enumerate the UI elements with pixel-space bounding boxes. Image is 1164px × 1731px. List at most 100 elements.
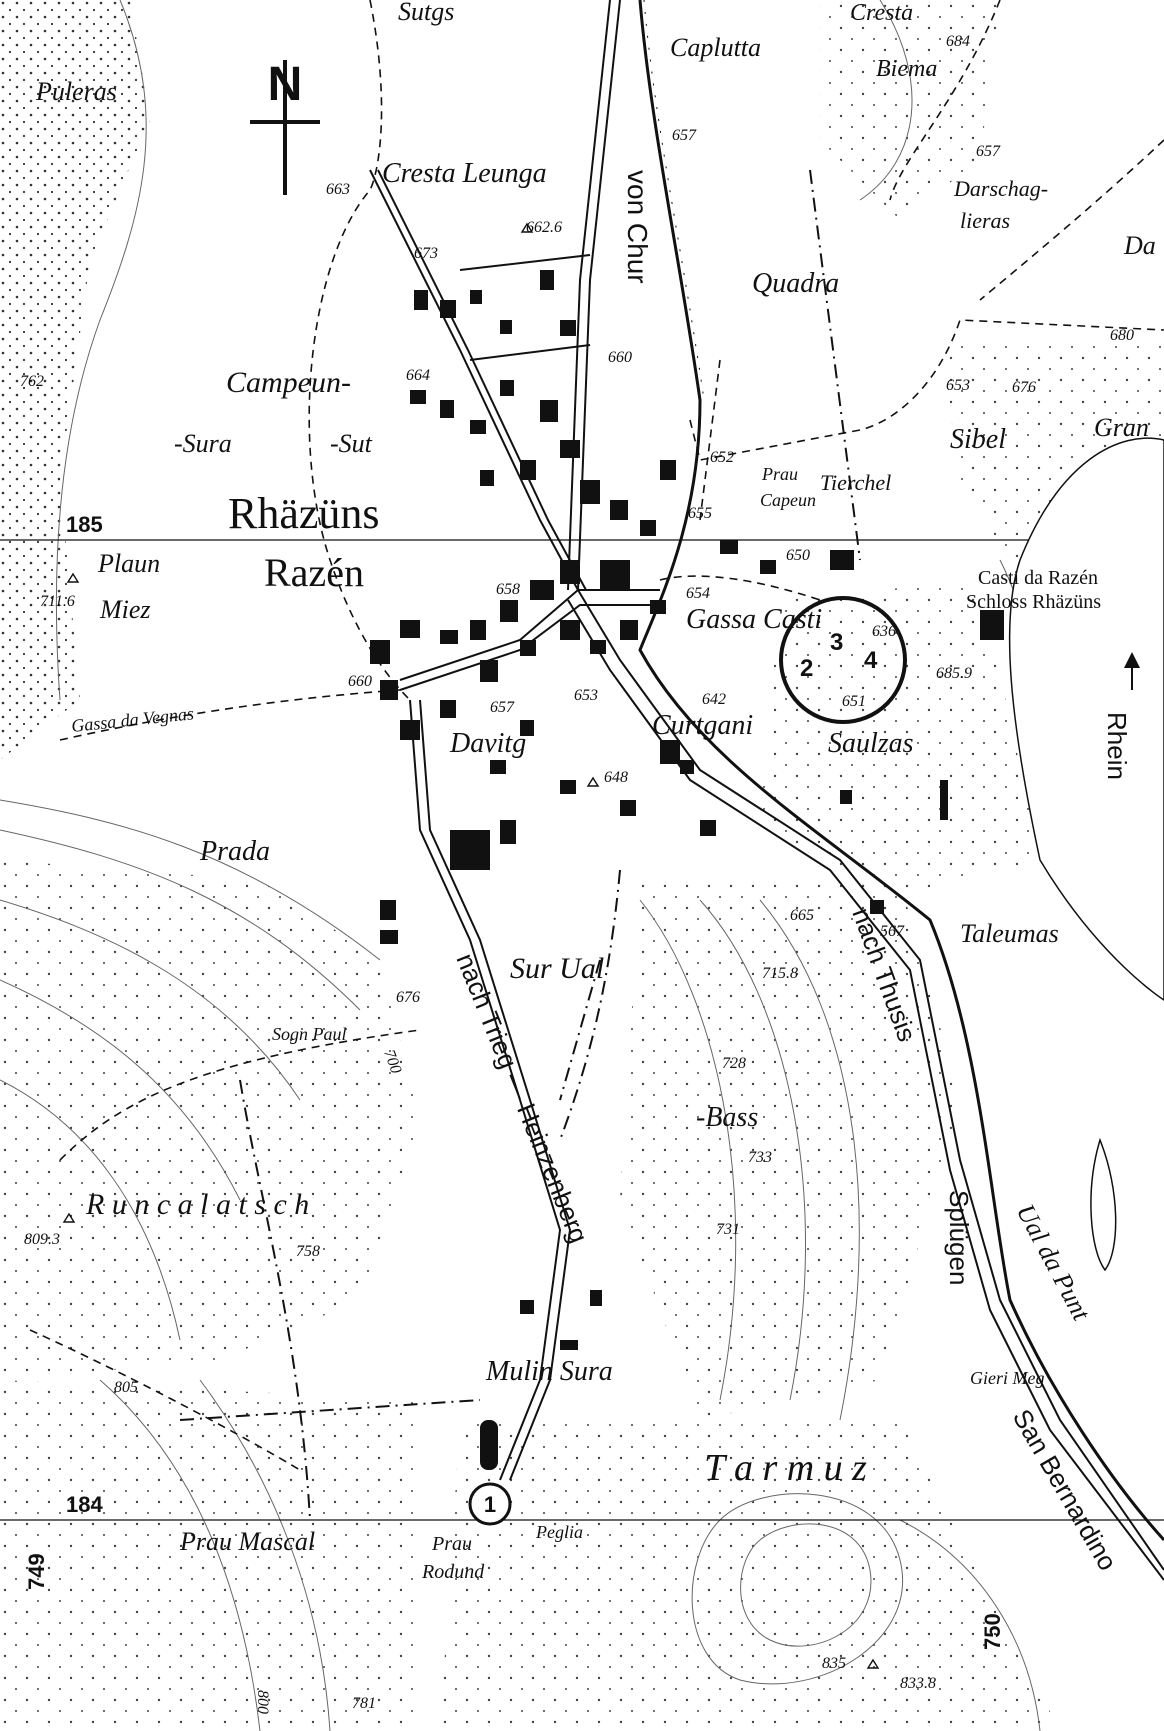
elev-835: 835 — [822, 1655, 846, 1672]
elev-758: 758 — [296, 1243, 320, 1260]
elev-715: 715.8 — [762, 965, 798, 982]
label-prau-capeun-2: Capeun — [760, 490, 816, 510]
town-name: Rhäzüns Razén — [228, 489, 380, 595]
railway — [638, 0, 1164, 1542]
north-label: N — [268, 58, 303, 111]
elev-660-b: 660 — [348, 673, 372, 690]
elev-673: 673 — [414, 245, 438, 262]
elev-800: 800 — [254, 1690, 271, 1714]
elev-657-c: 657 — [490, 699, 515, 716]
elev-663: 663 — [326, 181, 350, 198]
label-runcalatsch: R u n c a l a t s c h — [85, 1188, 309, 1221]
grid-row-185: 185 — [66, 512, 103, 537]
rhine-river — [1008, 437, 1164, 1272]
north-arrow: N — [250, 58, 320, 195]
elev-762: 762 — [20, 373, 44, 390]
elev-653-b: 653 — [574, 687, 598, 704]
elev-657-b: 657 — [976, 143, 1001, 160]
elev-636: 636 — [872, 623, 896, 640]
label-darschaglieras-1: Darschag- — [953, 176, 1048, 201]
elev-657-a: 657 — [672, 127, 697, 144]
elev-676-a: 676 — [1012, 379, 1036, 396]
label-plaun: Plaun — [97, 549, 160, 578]
route-rhein: Rhein — [1102, 712, 1132, 780]
elev-685: 685.9 — [936, 665, 972, 682]
elev-833: 833.8 — [900, 1675, 936, 1692]
elev-650: 650 — [786, 547, 810, 564]
elev-781: 781 — [352, 1695, 376, 1712]
elev-676-b: 676 — [396, 989, 420, 1006]
roads — [369, 0, 1164, 1581]
grid-labels: 185 184 749 750 — [24, 512, 1005, 1650]
label-sut: -Sut — [330, 429, 373, 458]
label-quadra: Quadra — [752, 268, 839, 299]
label-curtgani: Curtgani — [652, 710, 753, 741]
label-caplutta: Caplutta — [670, 33, 761, 62]
elev-653-a: 653 — [946, 377, 970, 394]
label-cresta-leunga: Cresta Leunga — [382, 158, 547, 189]
town-name-rm: Razén — [264, 550, 364, 595]
elev-809: 809.3 — [24, 1231, 60, 1248]
label-sur-ual: Sur Ual — [510, 952, 604, 985]
elev-805: 805 — [114, 1379, 138, 1396]
footpaths — [29, 0, 1164, 1521]
site-number-3: 3 — [830, 629, 843, 656]
elev-654-b: 654 — [458, 837, 482, 854]
label-prau-mascal: Prau Mascal — [179, 1527, 315, 1556]
label-gassa-casti: Gassa Casti — [686, 604, 822, 635]
town-name-de: Rhäzüns — [228, 489, 380, 538]
label-sutgs: Sutgs — [398, 0, 454, 26]
grid-row-184: 184 — [66, 1492, 103, 1517]
coordinate-grid — [0, 539, 1164, 1521]
label-tierchel: Tierchel — [820, 470, 891, 495]
label-prada: Prada — [199, 836, 270, 867]
elev-567: 567 — [880, 923, 905, 940]
label-miez: Miez — [99, 595, 151, 624]
route-von-chur: von Chur — [622, 170, 653, 284]
grid-col-750: 750 — [980, 1613, 1005, 1650]
site-number-1: 1 — [484, 1492, 496, 1517]
label-saulzas: Saulzas — [828, 728, 914, 759]
elev-660: 660 — [608, 349, 632, 366]
label-gieri-meg: Gieri Meg — [970, 1368, 1044, 1388]
label-darschaglieras-2: lieras — [960, 208, 1010, 233]
elev-733: 733 — [748, 1149, 772, 1166]
label-casti: Casti da Razén — [978, 567, 1098, 589]
label-peglia: Peglia — [535, 1522, 583, 1542]
label-sibel: Sibel — [950, 424, 1006, 455]
elev-665: 665 — [790, 907, 814, 924]
route-splugen: Splügen — [944, 1190, 974, 1285]
elev-654-a: 654 — [686, 585, 710, 602]
elev-711: 711.6 — [40, 593, 75, 610]
site-number-4: 4 — [864, 647, 878, 674]
label-biema: Biema — [876, 56, 937, 82]
castle-site-circle — [779, 596, 907, 724]
label-puleras: Puleras — [35, 77, 117, 106]
elev-662: 662.6 — [526, 219, 562, 236]
label-mulin-sura: Mulin Sura — [485, 1356, 613, 1387]
grid-col-749: 749 — [24, 1553, 49, 1590]
elev-655: 655 — [688, 505, 712, 522]
elev-642: 642 — [702, 691, 726, 708]
label-schloss: Schloss Rhäzüns — [966, 591, 1101, 613]
elevation-labels: 684 657 657 663 662.6 673 680 660 664 76… — [20, 33, 1134, 1714]
elev-728: 728 — [722, 1055, 746, 1072]
elev-731: 731 — [716, 1221, 740, 1238]
label-prau-capeun-1: Prau — [761, 464, 798, 484]
label-campeun: Campeun- — [226, 366, 351, 399]
elev-658: 658 — [496, 581, 520, 598]
label-sogn-paul: Sogn Paul — [272, 1024, 347, 1044]
label-sura: -Sura — [174, 429, 232, 458]
label-gran: Gran — [1094, 413, 1149, 442]
site-markers: 3 2 4 1 — [468, 629, 878, 1526]
label-taleumas: Taleumas — [960, 919, 1059, 948]
elev-651: 651 — [842, 693, 866, 710]
label-bass: -Bass — [696, 1102, 758, 1133]
label-prau-rodund-1: Prau — [431, 1533, 472, 1555]
spot-height-triangles — [62, 222, 880, 1669]
label-cresta: Cresta — [850, 0, 913, 26]
label-da: Da — [1123, 231, 1156, 260]
label-davitg: Davitg — [449, 728, 526, 759]
site-number-2: 2 — [800, 655, 813, 682]
elev-652: 652 — [710, 449, 734, 466]
